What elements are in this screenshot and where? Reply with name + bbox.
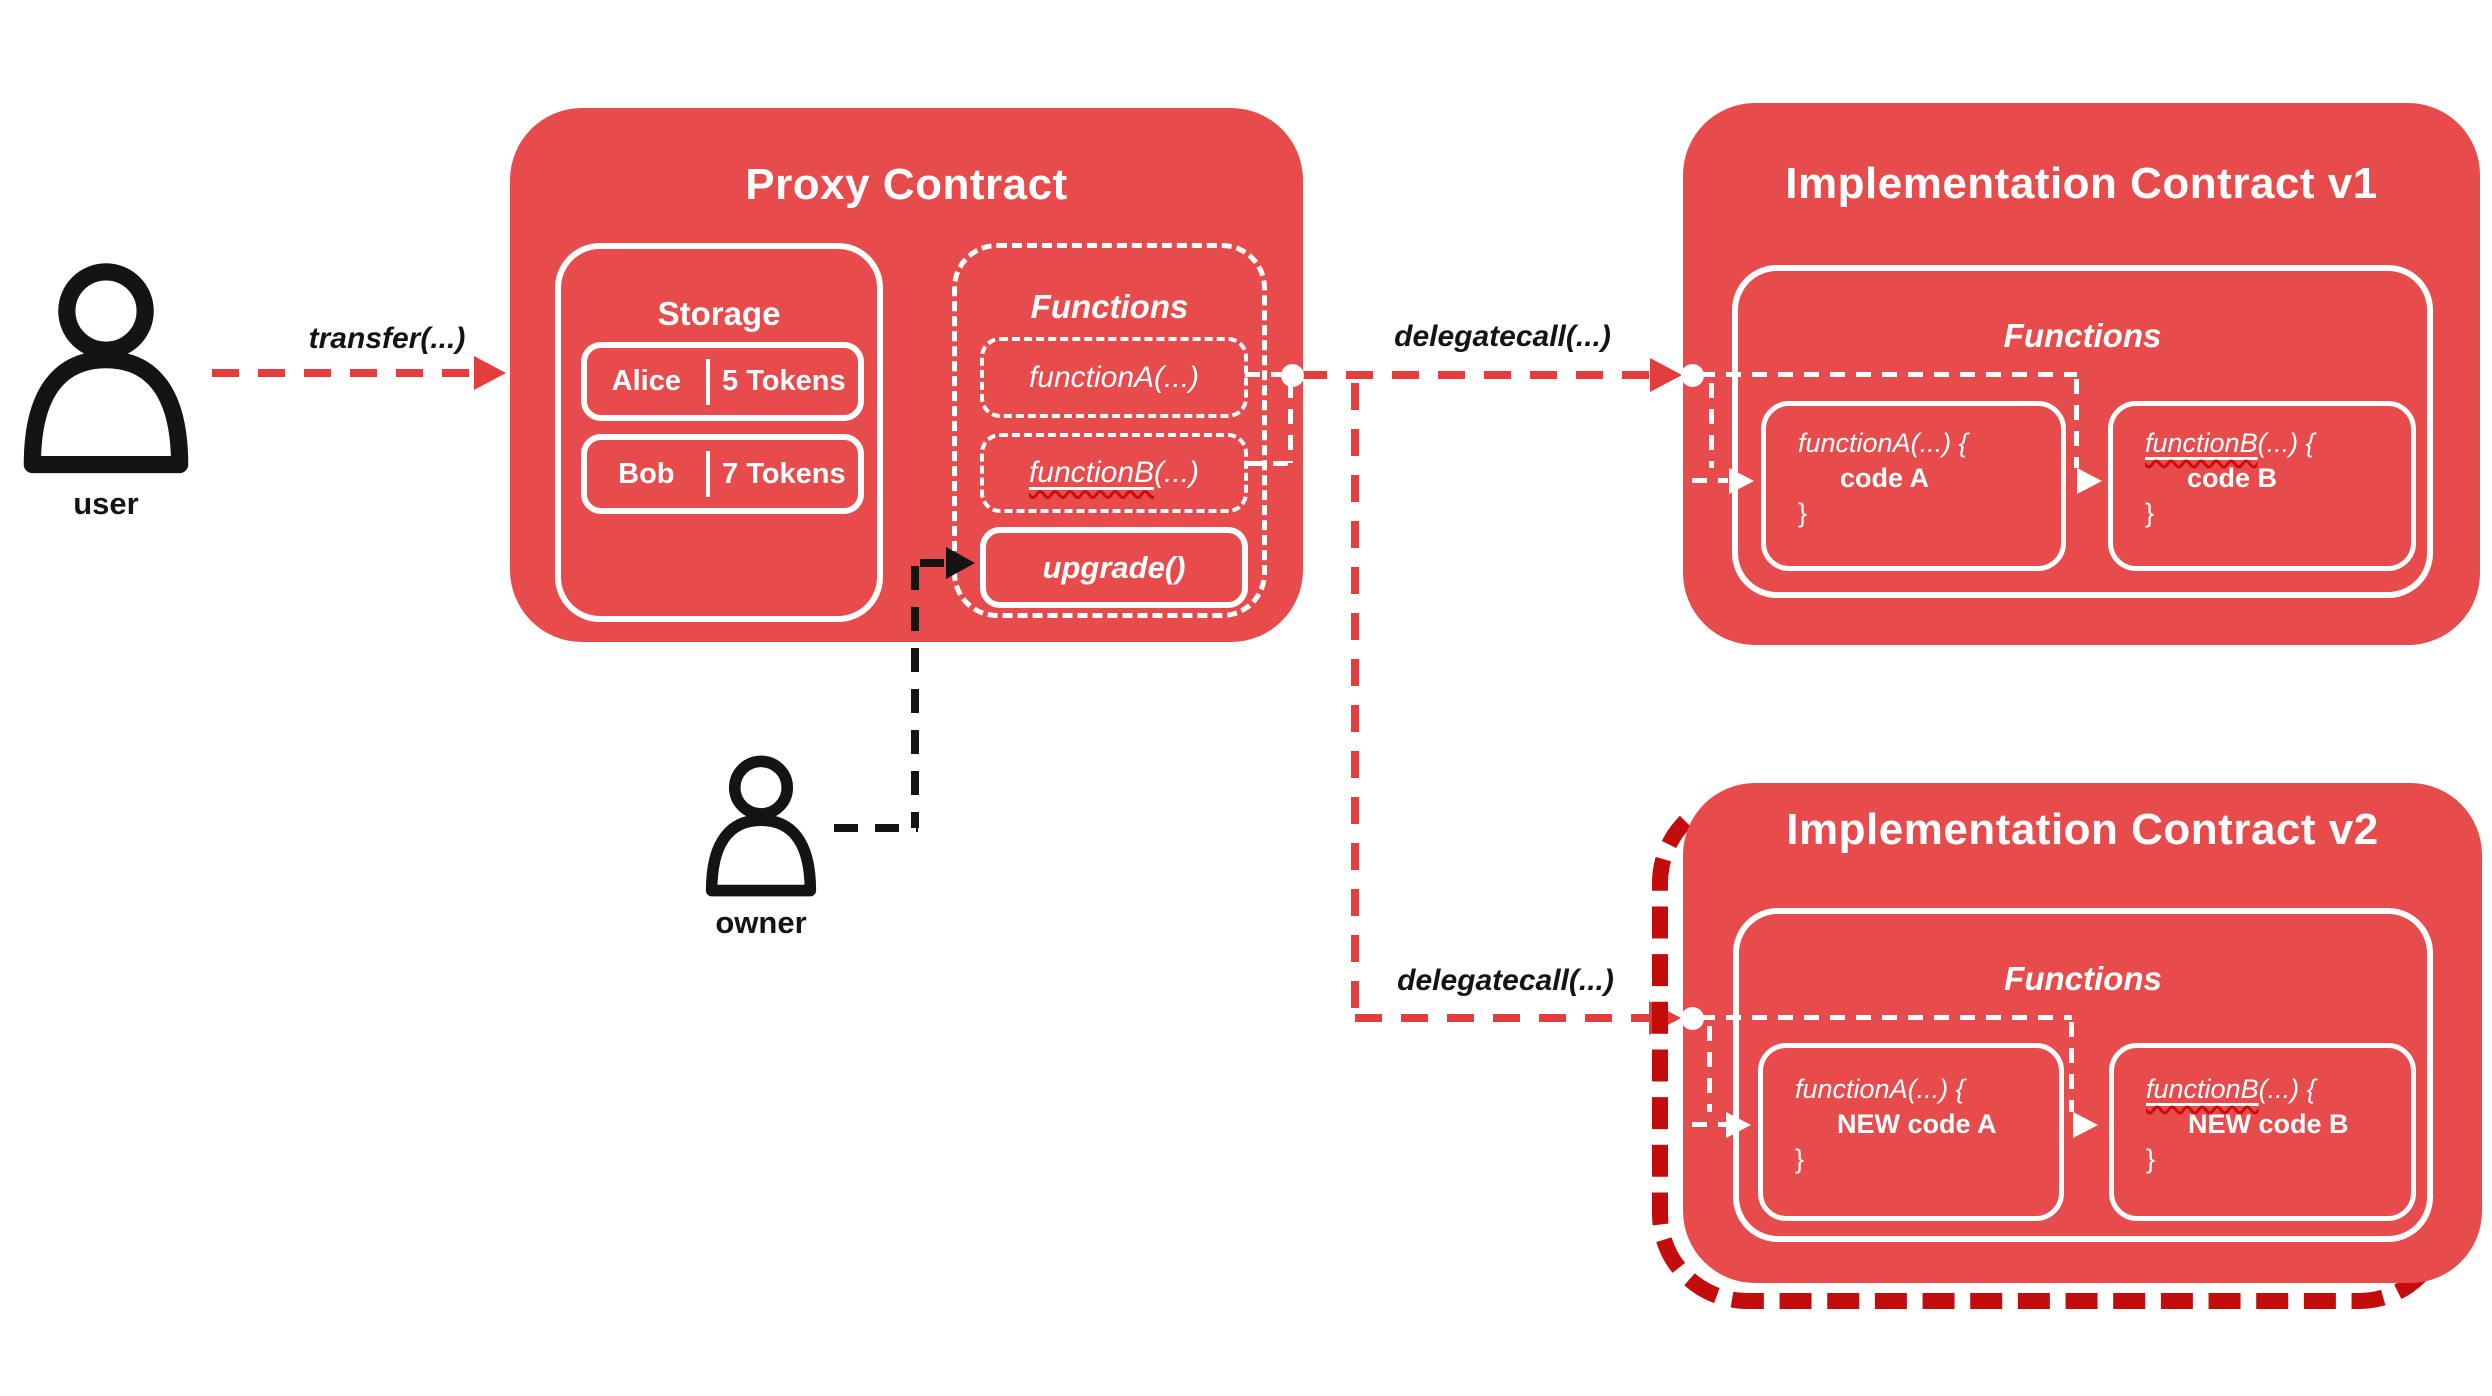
v2-dispatch-horizontal (1700, 1015, 2072, 1020)
proxy-functiona-connector (1245, 372, 1289, 377)
transfer-arrow-line (212, 369, 476, 377)
delegatecall-v2-line (1355, 1014, 1649, 1022)
implementation-v1-panel: Implementation Contract v1 Functions fun… (1683, 103, 2480, 645)
v1-function-a-box: functionA(...) { code A } (1761, 401, 2066, 571)
storage-row-alice-name: Alice (611, 365, 681, 397)
owner-line-vertical (911, 566, 919, 828)
proxy-functionb-connector (1247, 461, 1291, 466)
v1-arrow-into-function-a (1729, 468, 1754, 494)
proxy-upgrade-label: upgrade() (1042, 549, 1186, 585)
transfer-arrowhead (474, 356, 506, 390)
delegatecall-v1-arrowhead (1650, 358, 1682, 392)
delegatecall-v1-label: delegatecall(...) (1394, 320, 1611, 353)
v2-function-b-signature: functionB(...) { (2146, 1073, 2316, 1104)
owner-arrowhead (946, 547, 975, 579)
implementation-v2-title: Implementation Contract v2 (1786, 805, 2379, 854)
proxy-upgrade-function: upgrade() (980, 527, 1248, 608)
owner-line-horizontal (834, 824, 918, 832)
v1-function-a-close: } (1798, 497, 1808, 528)
v1-function-a-signature: functionA(...) { (1798, 427, 1968, 458)
v2-emphasis-outline (1652, 788, 2454, 1309)
v2-functions-section: Functions functionA(...) { NEW code A } … (1733, 908, 2433, 1242)
storage-row-alice: Alice 5 Tokens (581, 342, 864, 421)
v1-functions-title: Functions (2003, 317, 2162, 354)
implementation-v1-title: Implementation Contract v1 (1785, 159, 2378, 208)
storage-row-bob-name: Bob (618, 457, 675, 490)
v2-function-b-body: NEW code B (2188, 1108, 2349, 1139)
v1-function-b-box: functionB(...) { code B } (2108, 401, 2416, 571)
implementation-v2-panel: Implementation Contract v2 Functions fun… (1683, 783, 2482, 1283)
v2-arrow-into-function-b (2073, 1112, 2098, 1138)
proxy-junction-drop (1288, 383, 1293, 463)
v2-dispatch-drop-b (2069, 1022, 2074, 1112)
owner-label: owner (715, 905, 807, 940)
v2-function-a-signature: functionA(...) { (1795, 1073, 1965, 1104)
v1-junction-dot (1681, 364, 1704, 387)
transfer-label: transfer(...) (308, 322, 466, 355)
v1-arrow-into-function-b (2077, 468, 2102, 494)
v1-dispatch-drop-b (2074, 379, 2079, 468)
proxy-functions-section: Functions functionA(...) functionB(...) … (952, 243, 1267, 618)
proxy-function-a-label: functionA(...) (1028, 360, 1200, 394)
user-label: user (73, 486, 139, 521)
proxy-function-a: functionA(...) (980, 337, 1248, 418)
owner-icon (705, 755, 817, 897)
storage-row-alice-value: 5 Tokens (722, 365, 846, 397)
v1-function-b-signature: functionB(...) { (2145, 427, 2315, 458)
user-icon (23, 263, 189, 474)
storage-row-divider (705, 358, 710, 405)
v1-functions-section: Functions functionA(...) { code A } func… (1732, 265, 2433, 598)
owner-line-stub (920, 559, 950, 567)
v2-junction-dot (1681, 1007, 1704, 1030)
v2-function-a-close: } (1795, 1143, 1805, 1174)
storage-row-bob: Bob 7 Tokens (581, 434, 864, 514)
v1-function-b-body: code B (2187, 462, 2278, 493)
v1-dispatch-stub-a (1692, 478, 1728, 483)
v2-arrow-into-function-a (1726, 1112, 1751, 1138)
delegatecall-branch-vertical (1351, 383, 1359, 1011)
storage-row-divider (705, 451, 710, 497)
v2-function-b-box: functionB(...) { NEW code B } (2109, 1043, 2416, 1221)
v1-dispatch-drop-a (1709, 383, 1714, 468)
proxy-functions-title: Functions (1030, 288, 1189, 325)
v1-dispatch-horizontal (1700, 372, 2077, 377)
v1-function-b-close: } (2145, 497, 2155, 528)
storage-row-bob-value: 7 Tokens (722, 457, 846, 490)
proxy-junction-dot (1281, 364, 1304, 387)
proxy-contract-panel: Proxy Contract Storage Alice 5 Tokens Bo… (510, 108, 1303, 642)
delegatecall-v2-label: delegatecall(...) (1397, 964, 1614, 997)
proxy-storage-section: Storage Alice 5 Tokens Bob 7 Tokens (555, 243, 883, 622)
v1-function-a-body: code A (1840, 462, 1930, 493)
v2-function-a-body: NEW code A (1837, 1108, 1997, 1139)
proxy-function-b-label: functionB(...) (1028, 456, 1200, 489)
v2-function-b-close: } (2146, 1143, 2156, 1174)
v2-dispatch-stub-a (1692, 1122, 1726, 1127)
proxy-contract-title: Proxy Contract (745, 160, 1068, 209)
v2-dispatch-drop-a (1707, 1026, 1712, 1112)
v2-function-a-box: functionA(...) { NEW code A } (1758, 1043, 2064, 1221)
delegatecall-v1-line (1300, 371, 1650, 379)
proxy-function-b: functionB(...) (980, 433, 1248, 513)
proxy-storage-title: Storage (657, 295, 781, 332)
v2-functions-title: Functions (2004, 960, 2162, 997)
